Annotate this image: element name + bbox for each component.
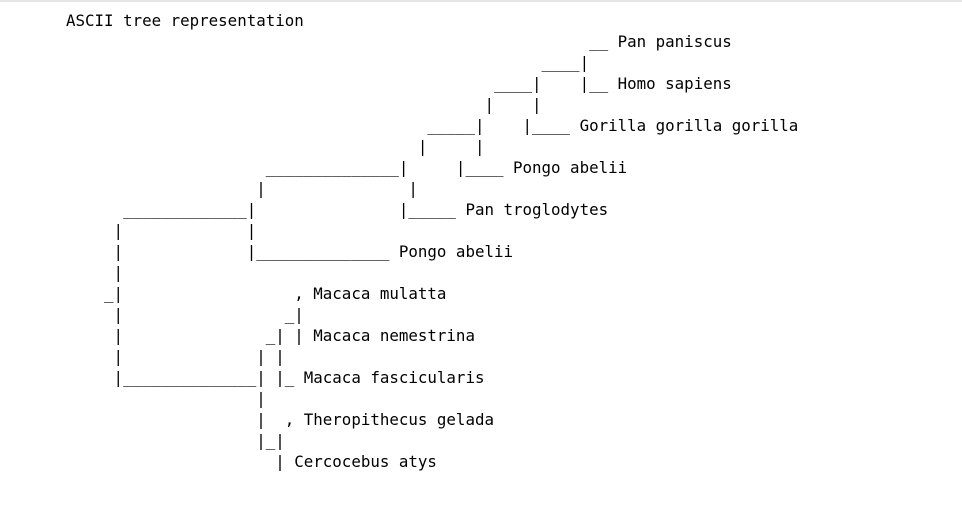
tree-line: | [66, 263, 124, 282]
tree-line: | | | [66, 347, 285, 366]
tree-line: | | [66, 137, 485, 156]
tree-line: |_| [66, 431, 285, 450]
output-heading: ASCII tree representation [66, 11, 304, 30]
tree-line: |______________| |_ Macaca fascicularis [66, 368, 485, 387]
tree-line: | |______________ Pongo abelii [66, 242, 513, 261]
cell-top-border [0, 0, 962, 2]
tree-line: | Cercocebus atys [66, 452, 437, 471]
tree-line: | | [66, 221, 257, 240]
tree-line: _| , Macaca mulatta [66, 284, 447, 303]
tree-line: _____| |____ Gorilla gorilla gorilla [66, 116, 799, 135]
tree-line: __ Pan paniscus [66, 32, 732, 51]
ascii-tree-body: __ Pan paniscus ____| ____| |__ Homo sap… [66, 31, 798, 472]
tree-line: | | [66, 179, 418, 198]
tree-line: | _| | Macaca nemestrina [66, 326, 475, 345]
cell-output-area: ASCII tree representation __ Pan paniscu… [66, 10, 798, 472]
tree-line: | | [66, 95, 542, 114]
tree-line: | , Theropithecus gelada [66, 410, 494, 429]
tree-line: _____________| |_____ Pan troglodytes [66, 200, 609, 219]
tree-line: ______________| |____ Pongo abelii [66, 158, 628, 177]
tree-line: ____| [66, 53, 590, 72]
tree-line: | [66, 389, 266, 408]
tree-line: | _| [66, 305, 304, 324]
tree-line: ____| |__ Homo sapiens [66, 74, 732, 93]
ascii-tree-output: ASCII tree representation __ Pan paniscu… [66, 10, 798, 472]
